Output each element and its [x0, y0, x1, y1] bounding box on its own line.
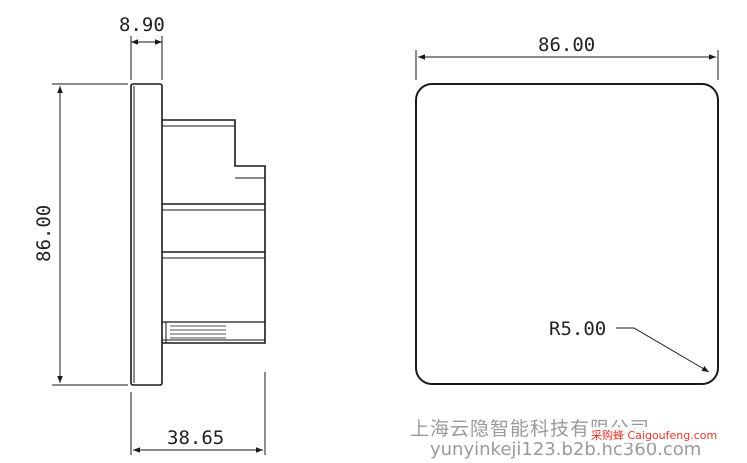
dim-height-label: 86.00 [33, 205, 55, 262]
watermark-logo: 采购蜂 Caigoufeng.com [589, 427, 720, 443]
watermark-url: yunyinkeji123.b2b.hc360.com [430, 439, 702, 460]
front-plate [130, 83, 163, 386]
dim-depth [130, 372, 266, 455]
module-body [162, 119, 266, 344]
front-view-panel [415, 83, 719, 385]
dim-thickness-label: 8.90 [119, 14, 165, 36]
dim-depth-label: 38.65 [167, 427, 224, 449]
dim-height [52, 83, 128, 386]
dim-radius-leader [616, 327, 710, 373]
dim-thickness [130, 36, 163, 80]
dim-radius-label: R5.00 [549, 318, 606, 340]
dim-width [415, 50, 719, 80]
dim-width-label: 86.00 [538, 34, 595, 56]
side-view [130, 83, 266, 386]
